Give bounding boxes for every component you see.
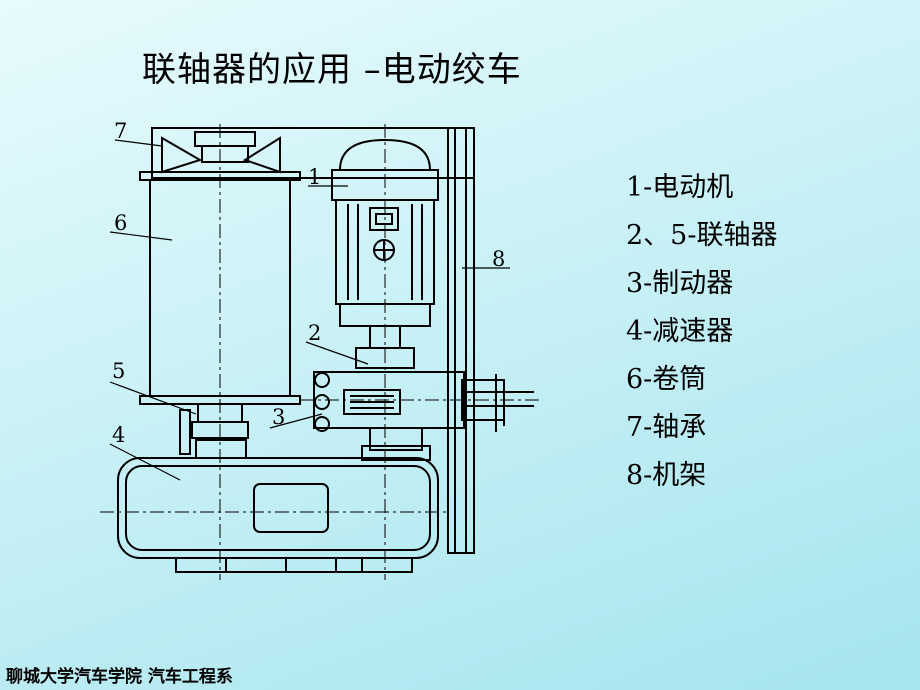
leader-lines	[109, 139, 510, 481]
legend-item: 7-轴承	[626, 412, 707, 443]
slide-title: 联轴器的应用 –电动绞车	[142, 50, 522, 90]
callout-8: 8	[492, 247, 505, 271]
brake-part	[313, 371, 534, 451]
callout-4: 4	[112, 423, 125, 447]
frame-part	[151, 127, 475, 554]
reducer-part	[117, 439, 439, 573]
center-lines	[100, 124, 540, 580]
parts-legend: 1-电动机 2、5-联轴器 3-制动器 4-减速器 6-卷筒 7-轴承 8-机架	[626, 168, 777, 504]
callout-5: 5	[112, 359, 125, 383]
callout-3: 3	[272, 405, 285, 429]
callout-6: 6	[114, 211, 127, 235]
winch-diagram: 7 1 6 8 2 5 3 4	[100, 119, 540, 580]
footer-institution: 聊城大学汽车学院 汽车工程系	[6, 667, 233, 687]
bearing-part	[161, 131, 281, 174]
callout-2: 2	[308, 321, 321, 345]
legend-item: 4-减速器	[626, 316, 734, 347]
legend-item: 8-机架	[626, 460, 707, 491]
legend-item: 1-电动机	[626, 172, 734, 203]
legend-item: 6-卷筒	[626, 364, 707, 395]
callout-7: 7	[114, 119, 127, 143]
legend-item: 3-制动器	[626, 268, 734, 299]
legend-item: 2、5-联轴器	[626, 220, 778, 251]
callout-1: 1	[308, 165, 321, 189]
